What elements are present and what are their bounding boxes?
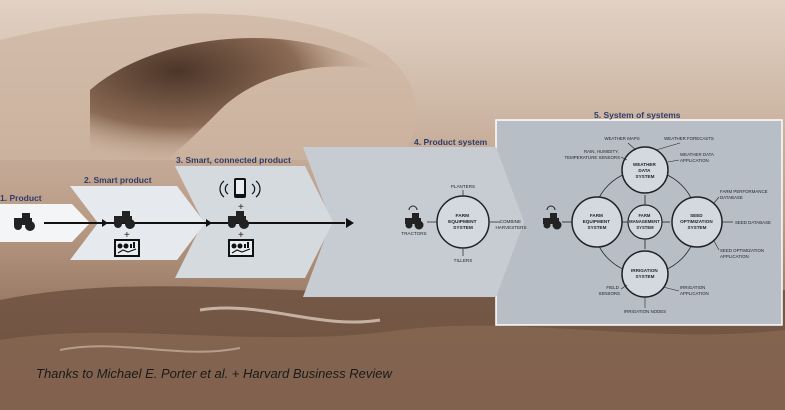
wireless-signal-icon [219, 180, 261, 198]
stage-1-number: 1. [0, 193, 7, 203]
svg-text:FARM MANAGEMENT SY: FARM MANAGEMENT SYSTEM [629, 213, 661, 230]
connected-tractor-icon [405, 205, 424, 230]
hub-label-line: SYSTEM [453, 225, 473, 231]
weather-maps-label: WEATHER MAPS [604, 136, 639, 141]
weather-forecasts-label: WEATHER FORECASTS [664, 136, 714, 141]
weather-app-line: WEATHER DATA [680, 152, 714, 157]
plus-sign: + [238, 202, 244, 213]
svg-text:WEATHER DATA APPLICATION: WEATHER DATA APPLICATION [680, 152, 715, 163]
svg-text:FARM EQUIPMENT SYS: FARM EQUIPMENT SYSTEM [448, 213, 478, 231]
tillers-label: TILLERS [454, 258, 473, 263]
svg-text:2. Smart product: 2. Smart product [84, 175, 152, 185]
equipment-node-line: SYSTEM [588, 225, 607, 230]
stage-1-title: Product [9, 193, 41, 203]
weather-node-line: WEATHER [633, 162, 657, 167]
combine-label-line: HARVESTERS [495, 225, 526, 230]
irrigation-node-line: SYSTEM [636, 274, 655, 279]
tractor-icon [114, 211, 135, 229]
field-sensors-line: FIELD [606, 285, 618, 290]
seed-node-line: SYSTEM [688, 225, 707, 230]
weather-node-line: DATA [638, 168, 651, 173]
stage-2-title: Smart product [93, 175, 151, 185]
svg-text:RAIN, HUMIDITY, TEMPERAT: RAIN, HUMIDITY, TEMPERATURE SENSORS [564, 149, 620, 160]
plus-sign: + [124, 230, 130, 241]
stage-4-number: 4. [414, 137, 421, 147]
farm-management-system-node [627, 204, 663, 240]
irrigation-nodes-label: IRRIGATION NODES [624, 309, 666, 314]
svg-text:FARM PERFORMANCE DATABAS: FARM PERFORMANCE DATABASE [720, 189, 769, 200]
stage-3-number: 3. [176, 155, 183, 165]
stage-5-number: 5. [594, 110, 601, 120]
plus-sign: + [238, 230, 244, 241]
svg-text:FARM EQUIPMENT SYS: FARM EQUIPMENT SYSTEM [583, 213, 612, 230]
flow-arrow [44, 218, 354, 228]
management-node-line: MANAGEMENT [629, 219, 660, 224]
stage-4-title: Product system [423, 137, 487, 147]
planters-label: PLANTERS [451, 184, 475, 189]
svg-text:5. System of systems: 5. System of systems [594, 110, 681, 120]
connected-tractor-icon [543, 205, 562, 230]
svg-text:WEATHER DATA SYSTE: WEATHER DATA SYSTEM [633, 162, 657, 179]
rain-sensors-line: TEMPERATURE SENSORS [564, 155, 620, 160]
tractor-icon [228, 211, 249, 229]
seed-database-label: SEED DATABASE [735, 220, 771, 225]
seed-node-line: SEED [690, 213, 703, 218]
weather-data-system-node [621, 146, 669, 194]
equipment-node-line: EQUIPMENT [583, 219, 611, 224]
stage-2-number: 2. [84, 175, 91, 185]
weather-node-line: SYSTEM [636, 174, 655, 179]
combine-label-line: COMBINE [500, 219, 521, 224]
tractor-icon [14, 213, 35, 231]
dashboard-icon [114, 239, 140, 257]
svg-text:1. Product: 1. Product [0, 193, 42, 203]
seed-app-line: SEED OPTIMIZATION [720, 248, 764, 253]
farm-perf-db-line: FARM PERFORMANCE [720, 189, 768, 194]
product-system: FARM EQUIPMENT SYSTEM PLANTERS TILLERS T… [401, 184, 526, 263]
hub-label-line: EQUIPMENT [448, 219, 477, 225]
farm-equipment-hub [436, 195, 490, 249]
stage-3-title: Smart, connected product [185, 155, 290, 165]
seed-app-line: APPLICATION [720, 254, 749, 259]
svg-text:IRRIGATION SYSTEM: IRRIGATION SYSTEM [631, 268, 659, 279]
stage-5-title: System of systems [603, 110, 680, 120]
svg-text:SEED OPTIMIZATION: SEED OPTIMIZATION SYSTEM [680, 213, 714, 230]
irrigation-app-line: APPLICATION [680, 291, 709, 296]
svg-text:4. Product system: 4. Product system [414, 137, 488, 147]
irrigation-app-line: IRRIGATION [680, 285, 705, 290]
svg-text:3. Smart, connected produc: 3. Smart, connected product [176, 155, 291, 165]
system-of-systems: WEATHER DATA SYSTEM FARM EQUIPMENT SYSTE… [543, 136, 771, 314]
svg-text:FIELD SENSORS: FIELD SENSORS [599, 285, 621, 296]
smartphone-icon [234, 178, 246, 198]
field-sensors-line: SENSORS [599, 291, 621, 296]
tractors-label: TRACTORS [401, 231, 426, 236]
seed-node-line: OPTIMIZATION [680, 219, 713, 224]
svg-text:COMBINE HARVESTERS: COMBINE HARVESTERS [495, 219, 526, 230]
svg-text:SEED OPTIMIZATION APPLIC: SEED OPTIMIZATION APPLICATION [720, 248, 765, 259]
attribution-caption: Thanks to Michael E. Porter et al. + Har… [36, 366, 392, 381]
svg-text:IRRIGATION APPLICATION: IRRIGATION APPLICATION [680, 285, 709, 296]
rain-sensors-line: RAIN, HUMIDITY, [584, 149, 619, 154]
irrigation-node-line: IRRIGATION [631, 268, 658, 273]
equipment-node-line: FARM [590, 213, 603, 218]
farm-perf-db-line: DATABASE [720, 195, 743, 200]
dashboard-icon [228, 239, 254, 257]
management-node-line: FARM [638, 213, 650, 218]
management-node-line: SYSTEM [636, 225, 654, 230]
hub-label-line: FARM [456, 213, 470, 219]
weather-app-line: APPLICATION [680, 158, 709, 163]
